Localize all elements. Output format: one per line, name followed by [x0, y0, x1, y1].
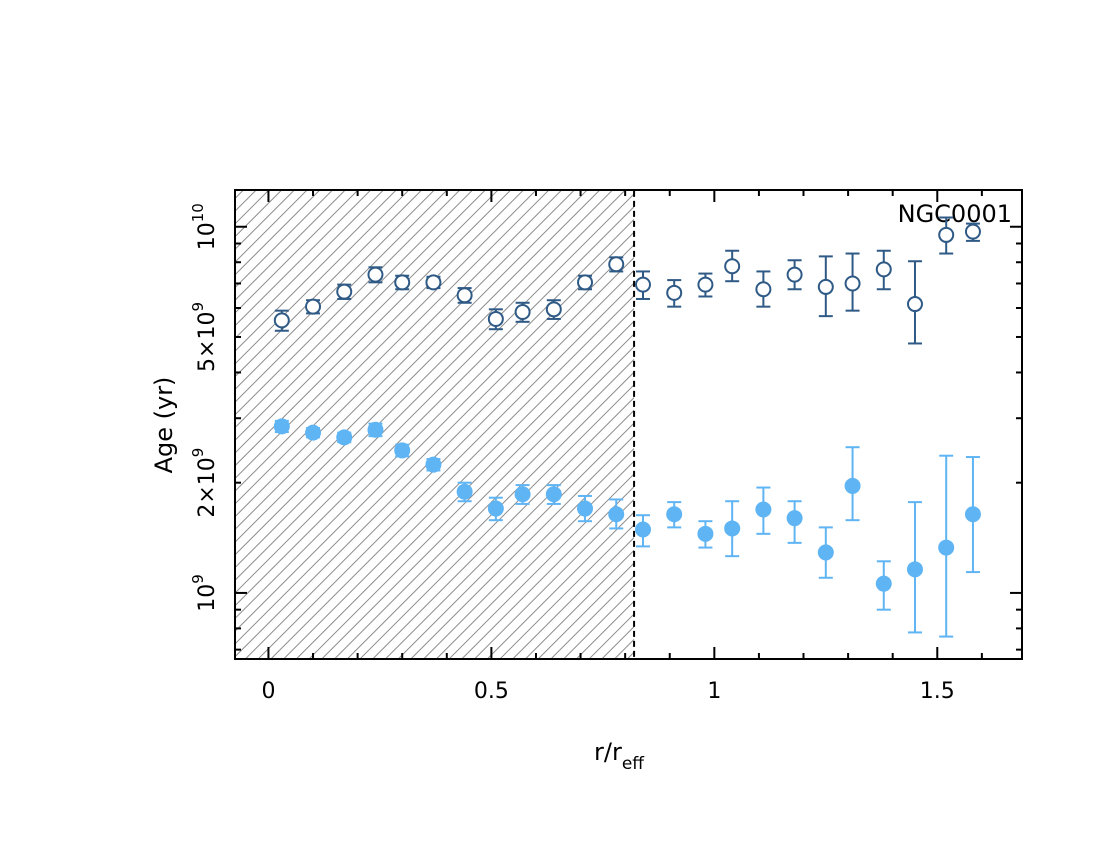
data-point-filled — [487, 500, 504, 517]
data-point-filled — [394, 442, 411, 459]
x-tick-label: 0 — [261, 679, 275, 704]
y-tick-exponent: 10 — [189, 203, 207, 222]
data-point-filled — [875, 575, 892, 592]
data-point-open — [394, 274, 411, 291]
data-point-open — [336, 283, 353, 300]
data-point-open — [634, 276, 651, 293]
y-tick-base: 5×10 — [195, 312, 220, 372]
data-point-filled — [697, 525, 714, 542]
y-tick-base: 2×10 — [195, 457, 220, 517]
data-point-open — [844, 275, 861, 292]
data-point-filled — [608, 506, 625, 523]
data-point-filled — [786, 510, 803, 527]
y-tick-exponent: 9 — [189, 302, 207, 312]
data-point-open — [608, 256, 625, 273]
hatched-region — [235, 190, 635, 659]
data-point-filled — [666, 506, 683, 523]
data-point-filled — [755, 501, 772, 518]
y-tick-exponent: 9 — [189, 574, 207, 584]
series-filled-circles — [273, 418, 981, 638]
plot-frame — [234, 189, 1023, 660]
data-point-open — [456, 287, 473, 304]
data-point-open — [817, 278, 834, 295]
data-point-open — [724, 258, 741, 275]
data-point-filled — [938, 539, 955, 556]
data-point-filled — [425, 456, 442, 473]
data-point-open — [273, 312, 290, 329]
y-tick-label: 109 — [189, 574, 220, 612]
x-tick-label: 1 — [707, 679, 721, 704]
data-point-open — [367, 266, 384, 283]
data-point-filled — [305, 424, 322, 441]
x-tick-label: 1.5 — [920, 679, 955, 704]
data-point-filled — [964, 506, 981, 523]
data-point-filled — [906, 561, 923, 578]
data-point-filled — [273, 418, 290, 435]
x-axis-label-subscript: eff — [622, 754, 645, 774]
data-point-filled — [817, 544, 834, 561]
series-open-circles — [273, 216, 981, 345]
data-point-filled — [577, 500, 594, 517]
data-point-open — [755, 281, 772, 298]
data-point-open — [875, 261, 892, 278]
data-point-open — [487, 310, 504, 327]
y-axis-label: Age (yr) — [150, 377, 178, 474]
data-point-open — [697, 276, 714, 293]
data-point-open — [666, 284, 683, 301]
y-tick-label: 2×109 — [189, 448, 220, 518]
y-tick-base: 10 — [195, 222, 220, 250]
y-tick-base: 10 — [195, 584, 220, 612]
x-axis-label-main: r/r — [594, 738, 622, 766]
data-point-filled — [456, 483, 473, 500]
x-axis-label: r/reff — [594, 738, 645, 774]
y-tick-label: 5×109 — [189, 302, 220, 372]
data-point-open — [577, 274, 594, 291]
data-point-filled — [724, 520, 741, 537]
data-point-filled — [634, 521, 651, 538]
data-point-filled — [367, 421, 384, 438]
data-point-filled — [336, 429, 353, 446]
data-point-filled — [514, 486, 531, 503]
data-marks — [273, 216, 981, 638]
data-point-open — [964, 223, 981, 240]
galaxy-name: NGC0001 — [898, 200, 1012, 228]
data-point-open — [425, 274, 442, 291]
data-point-filled — [844, 477, 861, 494]
data-point-open — [906, 296, 923, 313]
axis-ticks — [235, 190, 1022, 659]
data-point-filled — [545, 486, 562, 503]
y-tick-exponent: 9 — [189, 448, 207, 458]
data-point-open — [545, 301, 562, 318]
data-point-open — [305, 298, 322, 315]
data-point-open — [786, 266, 803, 283]
data-point-open — [938, 226, 955, 243]
data-point-open — [514, 304, 531, 321]
y-tick-label: 1010 — [189, 203, 220, 250]
x-tick-label: 0.5 — [474, 679, 509, 704]
